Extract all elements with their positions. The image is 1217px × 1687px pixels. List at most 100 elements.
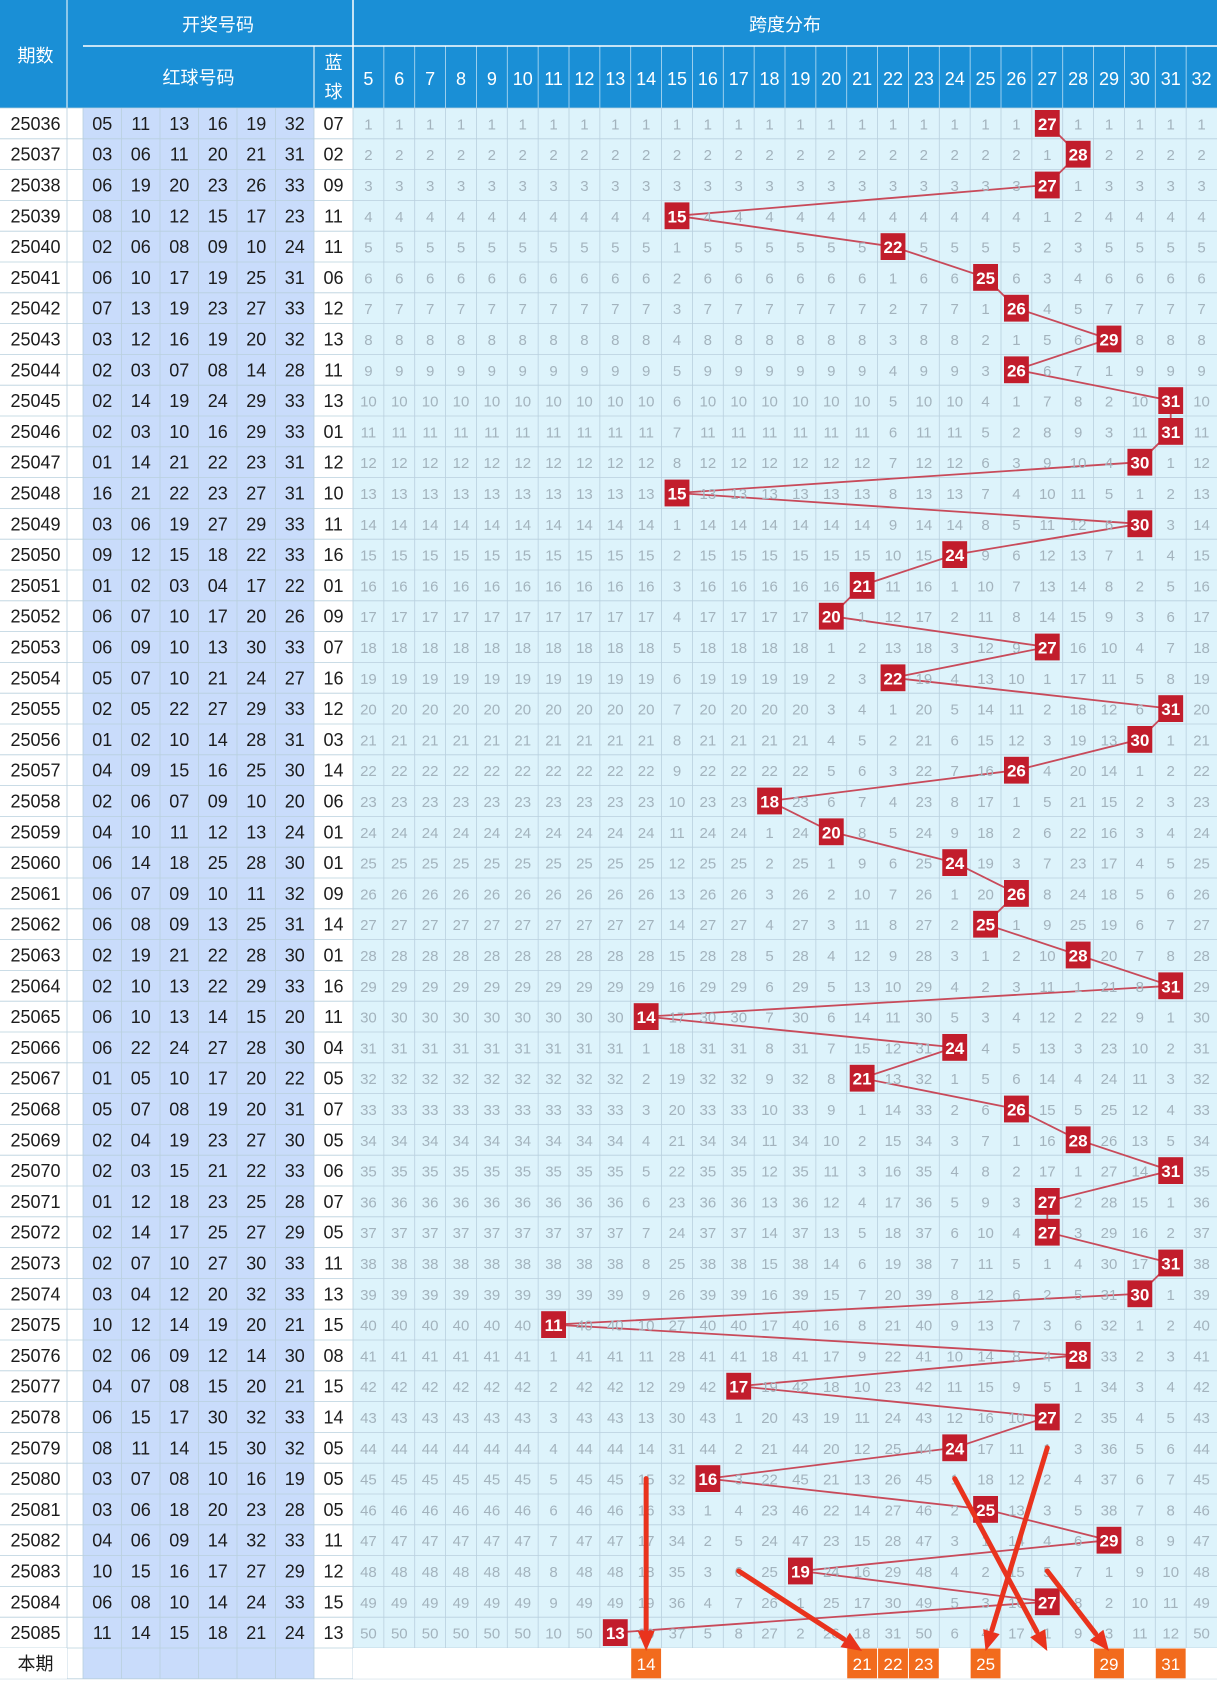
omission-value: 7 xyxy=(1136,301,1144,318)
red-ball-number: 14 xyxy=(246,1346,266,1366)
omission-value: 15 xyxy=(885,1133,902,1150)
omission-value: 28 xyxy=(484,948,501,965)
omission-value: 30 xyxy=(1193,1010,1210,1027)
span-hit-value: 30 xyxy=(1130,515,1149,534)
omission-value: 1 xyxy=(765,116,773,133)
omission-value: 4 xyxy=(827,209,835,226)
omission-value: 11 xyxy=(1039,517,1055,534)
omission-value: 8 xyxy=(1167,332,1175,349)
red-ball-number: 27 xyxy=(246,1223,266,1243)
omission-value: 3 xyxy=(1043,1318,1051,1335)
omission-value: 21 xyxy=(391,732,408,749)
omission-value: 37 xyxy=(792,1225,809,1242)
omission-value: 21 xyxy=(1070,794,1087,811)
omission-value: 1 xyxy=(1012,917,1020,934)
omission-value: 10 xyxy=(607,394,624,411)
span-hit-cell xyxy=(541,1311,566,1338)
red-ball-number: 19 xyxy=(169,514,189,534)
red-ball-number: 01 xyxy=(92,1192,112,1212)
omission-value: 28 xyxy=(514,948,531,965)
red-ball-number: 05 xyxy=(92,1100,112,1120)
omission-value: 6 xyxy=(981,1102,989,1119)
span-hit-cell xyxy=(942,541,968,568)
omission-value: 19 xyxy=(792,671,809,688)
omission-value: 4 xyxy=(1074,1071,1082,1088)
omission-value: 28 xyxy=(792,948,809,965)
omission-value: 13 xyxy=(854,979,871,996)
blue-ball-number: 01 xyxy=(323,853,343,873)
red-ball-number: 21 xyxy=(131,484,151,504)
red-ball-number: 15 xyxy=(208,206,228,226)
omission-value: 16 xyxy=(514,578,531,595)
red-ball-number: 23 xyxy=(246,1500,266,1520)
omission-value: 8 xyxy=(1136,979,1144,996)
omission-value: 16 xyxy=(1132,1225,1149,1242)
omission-value: 29 xyxy=(607,979,624,996)
red-ball-number: 14 xyxy=(131,1623,151,1643)
red-ball-number: 08 xyxy=(169,1469,189,1489)
omission-value: 33 xyxy=(360,1102,377,1119)
omission-value: 12 xyxy=(1193,455,1210,472)
omission-value: 4 xyxy=(796,209,804,226)
omission-value: 2 xyxy=(580,147,588,164)
omission-value: 9 xyxy=(951,825,959,842)
omission-value: 6 xyxy=(951,1225,959,1242)
omission-value: 27 xyxy=(514,917,531,934)
omission-value: 36 xyxy=(576,1194,593,1211)
omission-value: 32 xyxy=(1193,1071,1210,1088)
blue-ball-number: 12 xyxy=(323,1562,343,1582)
omission-value: 10 xyxy=(576,394,593,411)
omission-value: 22 xyxy=(360,763,377,780)
red-ball-number: 10 xyxy=(131,976,151,996)
omission-value: 10 xyxy=(854,394,871,411)
span-hit-cell xyxy=(695,1465,721,1492)
omission-value: 43 xyxy=(607,1410,624,1427)
red-ball-number: 06 xyxy=(131,1346,151,1366)
omission-value: 20 xyxy=(792,702,809,719)
omission-value: 10 xyxy=(1039,486,1056,503)
red-ball-number: 20 xyxy=(246,1069,266,1089)
red-ball-number: 14 xyxy=(131,1223,151,1243)
omission-value: 34 xyxy=(730,1133,747,1150)
span-hit-value: 27 xyxy=(1038,639,1057,658)
omission-value: 18 xyxy=(761,1348,778,1365)
omission-value: 31 xyxy=(1193,1040,1210,1057)
omission-value: 45 xyxy=(792,1472,809,1489)
omission-value: 43 xyxy=(700,1410,717,1427)
omission-value: 27 xyxy=(576,917,593,934)
omission-value: 43 xyxy=(576,1410,593,1427)
omission-value: 3 xyxy=(1197,178,1205,195)
omission-value: 11 xyxy=(793,424,809,441)
span-hit-cell xyxy=(942,1434,968,1462)
omission-value: 4 xyxy=(1167,1102,1175,1119)
omission-value: 15 xyxy=(854,548,871,565)
omission-value: 17 xyxy=(977,794,994,811)
omission-value: 9 xyxy=(1197,363,1205,380)
red-ball-number: 14 xyxy=(169,1438,189,1458)
omission-value: 23 xyxy=(391,794,408,811)
omission-value: 38 xyxy=(916,1256,933,1273)
red-ball-number: 14 xyxy=(208,1592,228,1612)
red-ball-number: 33 xyxy=(285,1284,305,1304)
omission-value: 15 xyxy=(854,1533,871,1550)
omission-value: 12 xyxy=(946,1410,963,1427)
omission-value: 1 xyxy=(796,1595,804,1612)
red-ball-number: 27 xyxy=(208,1038,228,1058)
omission-value: 33 xyxy=(669,1502,686,1519)
omission-value: 25 xyxy=(638,856,655,873)
red-ball-number: 15 xyxy=(246,1007,266,1027)
omission-value: 21 xyxy=(545,732,562,749)
omission-value: 8 xyxy=(1074,394,1082,411)
omission-value: 29 xyxy=(1101,1225,1118,1242)
omission-value: 7 xyxy=(981,486,989,503)
omission-value: 3 xyxy=(519,178,527,195)
omission-value: 12 xyxy=(669,856,686,873)
omission-value: 12 xyxy=(885,609,902,626)
blue-ball-header-line2: 球 xyxy=(325,82,343,102)
blue-ball-number: 05 xyxy=(323,1469,343,1489)
red-ball-number: 06 xyxy=(92,1592,112,1612)
red-ball-number: 12 xyxy=(131,1192,151,1212)
span-tick-label: 16 xyxy=(698,69,718,89)
omission-value: 12 xyxy=(730,455,747,472)
blue-ball-number: 01 xyxy=(323,422,343,442)
